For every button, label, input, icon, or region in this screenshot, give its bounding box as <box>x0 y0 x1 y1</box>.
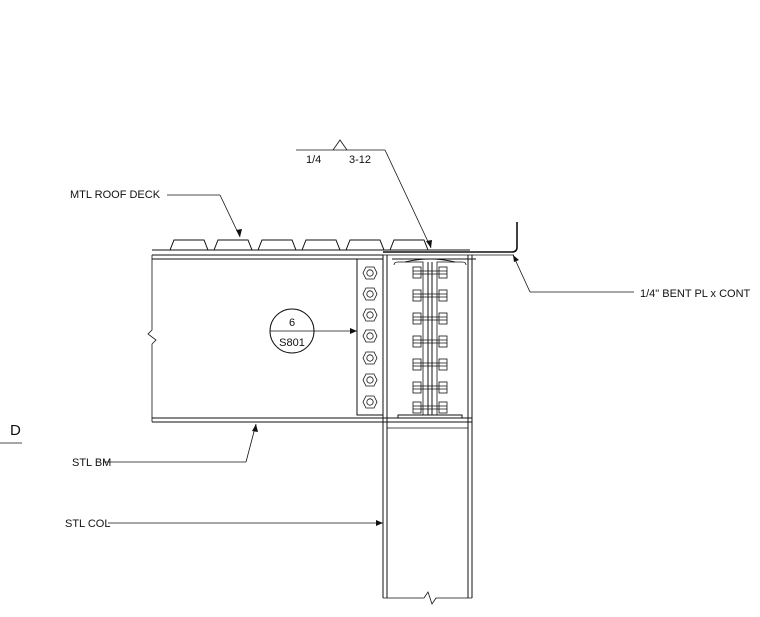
weld-size: 1/4 <box>306 154 321 166</box>
grid-label: D <box>10 422 21 439</box>
column-break-line <box>383 591 472 605</box>
beam-text: STL BM <box>72 457 111 469</box>
bolt-head-icon <box>362 329 378 343</box>
bolt-icon <box>412 312 448 325</box>
beam-break-line <box>147 255 157 422</box>
bolt-icon <box>412 335 448 348</box>
bolt-icon <box>412 289 448 302</box>
bolt-head-icon <box>362 266 378 280</box>
callout-number: 6 <box>289 317 295 329</box>
bolt-head-icon <box>362 287 378 301</box>
bolt-head-icon <box>362 351 378 365</box>
roof-deck-text: MTL ROOF DECK <box>70 189 161 201</box>
shear-tab-bolts <box>362 266 378 409</box>
bent-plate-label: 1/4" BENT PL x CONT <box>512 254 751 300</box>
shear-tab-plate <box>356 258 384 416</box>
weld-length: 3-12 <box>349 154 371 166</box>
bent-plate-text: 1/4" BENT PL x CONT <box>640 288 751 300</box>
bolt-head-icon <box>362 373 378 387</box>
bent-plate <box>383 222 518 253</box>
callout-sheet: S801 <box>279 337 305 349</box>
steel-beam <box>147 254 383 423</box>
bolt-icon <box>412 381 448 394</box>
bolt-head-icon <box>362 308 378 322</box>
column-label: STL COL <box>65 518 383 530</box>
bolt-icon <box>412 266 448 279</box>
column-connection <box>392 258 476 419</box>
grid-line-d: D <box>0 422 22 444</box>
deck-ribs <box>152 239 429 251</box>
column-bolts <box>412 266 448 414</box>
metal-roof-deck <box>152 239 470 251</box>
weld-symbol: 1/4 3-12 <box>296 139 432 249</box>
roof-deck-label: MTL ROOF DECK <box>70 189 242 238</box>
column-text: STL COL <box>65 518 110 530</box>
bolt-head-icon <box>362 395 378 409</box>
bolt-icon <box>412 358 448 371</box>
beam-label: STL BM <box>72 423 258 469</box>
section-callout: 6 S801 <box>269 308 357 354</box>
bolt-icon <box>412 401 448 414</box>
